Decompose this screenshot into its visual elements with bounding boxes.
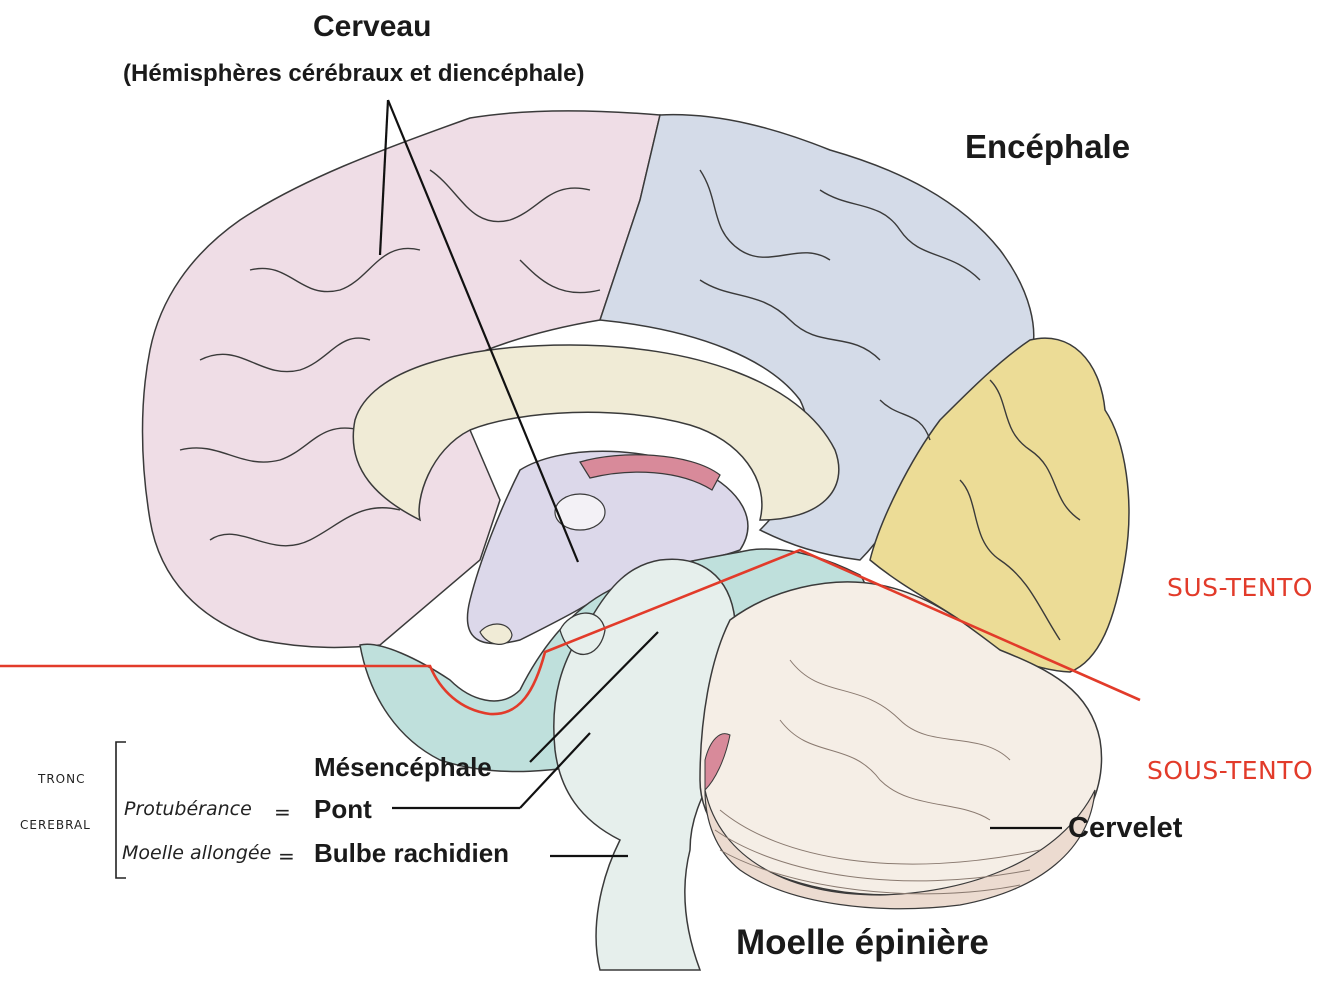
fornix: [579, 454, 721, 491]
cerebellum-folia-lines: [714, 659, 1041, 895]
tronc-label-line1: TRONC: [38, 772, 86, 786]
equals-bulbe: =: [278, 844, 295, 868]
interthalamic-adhesion: [554, 493, 606, 531]
label-mesencephale: Mésencéphale: [314, 752, 492, 782]
tronc-bracket: [115, 741, 126, 879]
label-encephale: Encéphale: [965, 128, 1131, 165]
cerebellum-outer-folia: [704, 789, 1096, 910]
label-sous-tento: SOUS-TENTO: [1147, 756, 1314, 785]
label-protuberance: Protubérance: [124, 798, 252, 820]
tentorium-red-line: [0, 548, 1141, 716]
label-bulbe-rachidien: Bulbe rachidien: [314, 838, 510, 868]
subtitle-hemispheres: (Hémisphères cérébraux et diencéphale): [123, 60, 585, 87]
pituitary: [559, 612, 606, 656]
mammillary-body: [479, 623, 513, 645]
tronc-label-line2: CEREBRAL: [20, 818, 91, 832]
title-cerveau: Cerveau: [313, 10, 432, 43]
leader-lines: [378, 99, 1062, 858]
equals-pont: =: [274, 800, 291, 824]
label-moelle-allongee: Moelle allongée: [122, 842, 272, 864]
corpus-callosum: [352, 344, 840, 522]
label-pont: Pont: [314, 794, 372, 824]
fourth-ventricle-strip: [704, 733, 731, 792]
cortex-gyri: [179, 169, 1081, 641]
label-cervelet: Cervelet: [1068, 812, 1183, 844]
label-sus-tento: SUS-TENTO: [1167, 573, 1313, 602]
label-moelle-epiniere: Moelle épinière: [736, 923, 989, 962]
